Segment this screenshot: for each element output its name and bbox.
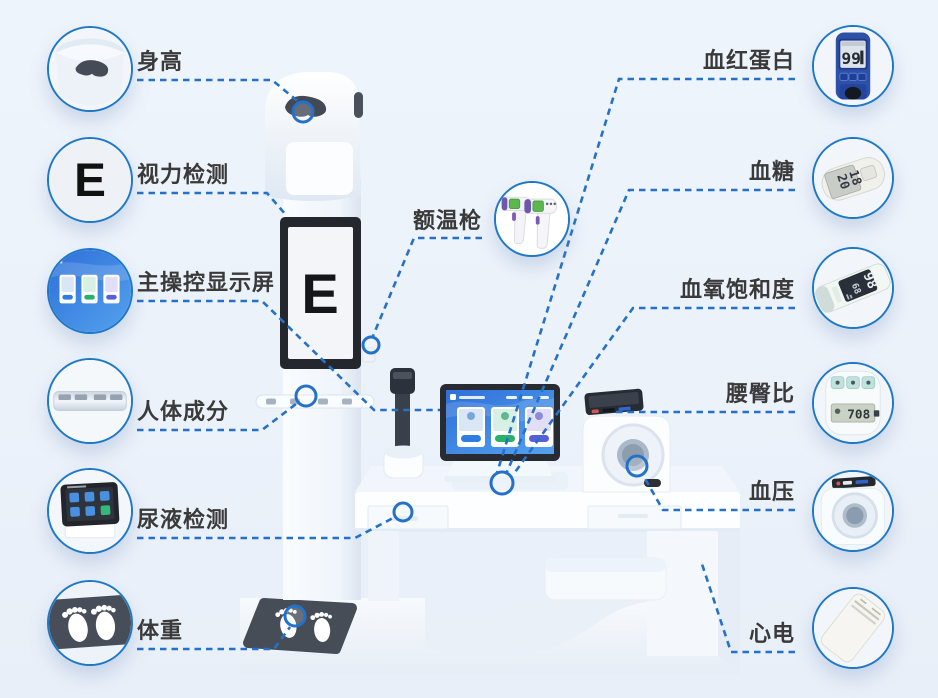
kiosk-main-display bbox=[440, 384, 560, 482]
spo2-reading: 98 bbox=[860, 270, 881, 291]
ecg-label: 心电 bbox=[748, 621, 795, 646]
waist-hip-label: 腰臀比 bbox=[725, 381, 795, 406]
vision-chart-letter: E bbox=[301, 262, 338, 325]
glucose-reading-left: 20 bbox=[834, 172, 853, 191]
connector-anchors bbox=[283, 100, 649, 628]
urine-analyzer-icon bbox=[47, 468, 133, 554]
kiosk-wand bbox=[383, 368, 424, 479]
forehead-thermometer-icon bbox=[494, 181, 570, 257]
pulse-oximeter-icon: 98 68 bbox=[812, 247, 894, 329]
body-composition-label: 人体成分 bbox=[137, 399, 230, 424]
vision-chart-icon: E bbox=[47, 137, 133, 223]
hemoglobin-meter-icon: 99 bbox=[812, 25, 894, 107]
pulse-reading: 68 bbox=[849, 282, 862, 296]
waist-hip-display bbox=[584, 388, 644, 416]
spo2-label: 血氧饱和度 bbox=[679, 277, 795, 302]
kiosk-vision-screen: E bbox=[280, 217, 361, 369]
glucose-meter-icon: 20 18 bbox=[812, 137, 894, 219]
ecg-card-icon bbox=[812, 587, 894, 669]
bp-cuff-icon bbox=[812, 470, 894, 552]
vision-icon-letter: E bbox=[74, 154, 106, 207]
urine-test-label: 尿液检测 bbox=[137, 507, 230, 532]
waist-hip-meter-icon: 708 bbox=[812, 362, 894, 444]
hemoglobin-reading: 99 bbox=[841, 49, 861, 68]
forehead-thermometer-label: 额温枪 bbox=[413, 208, 483, 233]
height-label: 身高 bbox=[137, 49, 184, 74]
kiosk-bp-unit bbox=[582, 388, 671, 493]
tablet-menu-cards bbox=[457, 407, 553, 447]
weight-label: 体重 bbox=[137, 618, 184, 643]
waist-hip-reading: 708 bbox=[847, 406, 870, 421]
main-display-label: 主操控显示屏 bbox=[137, 270, 276, 295]
blood-pressure-label: 血压 bbox=[748, 479, 795, 504]
callout-connectors bbox=[137, 77, 795, 654]
height-sensor bbox=[285, 95, 327, 117]
body-composition-icon bbox=[47, 358, 133, 444]
height-sensor-icon bbox=[47, 26, 133, 112]
kiosk-height-head bbox=[265, 72, 363, 201]
hemoglobin-label: 血红蛋白 bbox=[702, 48, 795, 73]
vision-test-label: 视力检测 bbox=[137, 162, 230, 187]
main-display-icon bbox=[47, 248, 133, 334]
glucose-label: 血糖 bbox=[748, 159, 795, 184]
weight-footprints-icon bbox=[47, 580, 133, 666]
